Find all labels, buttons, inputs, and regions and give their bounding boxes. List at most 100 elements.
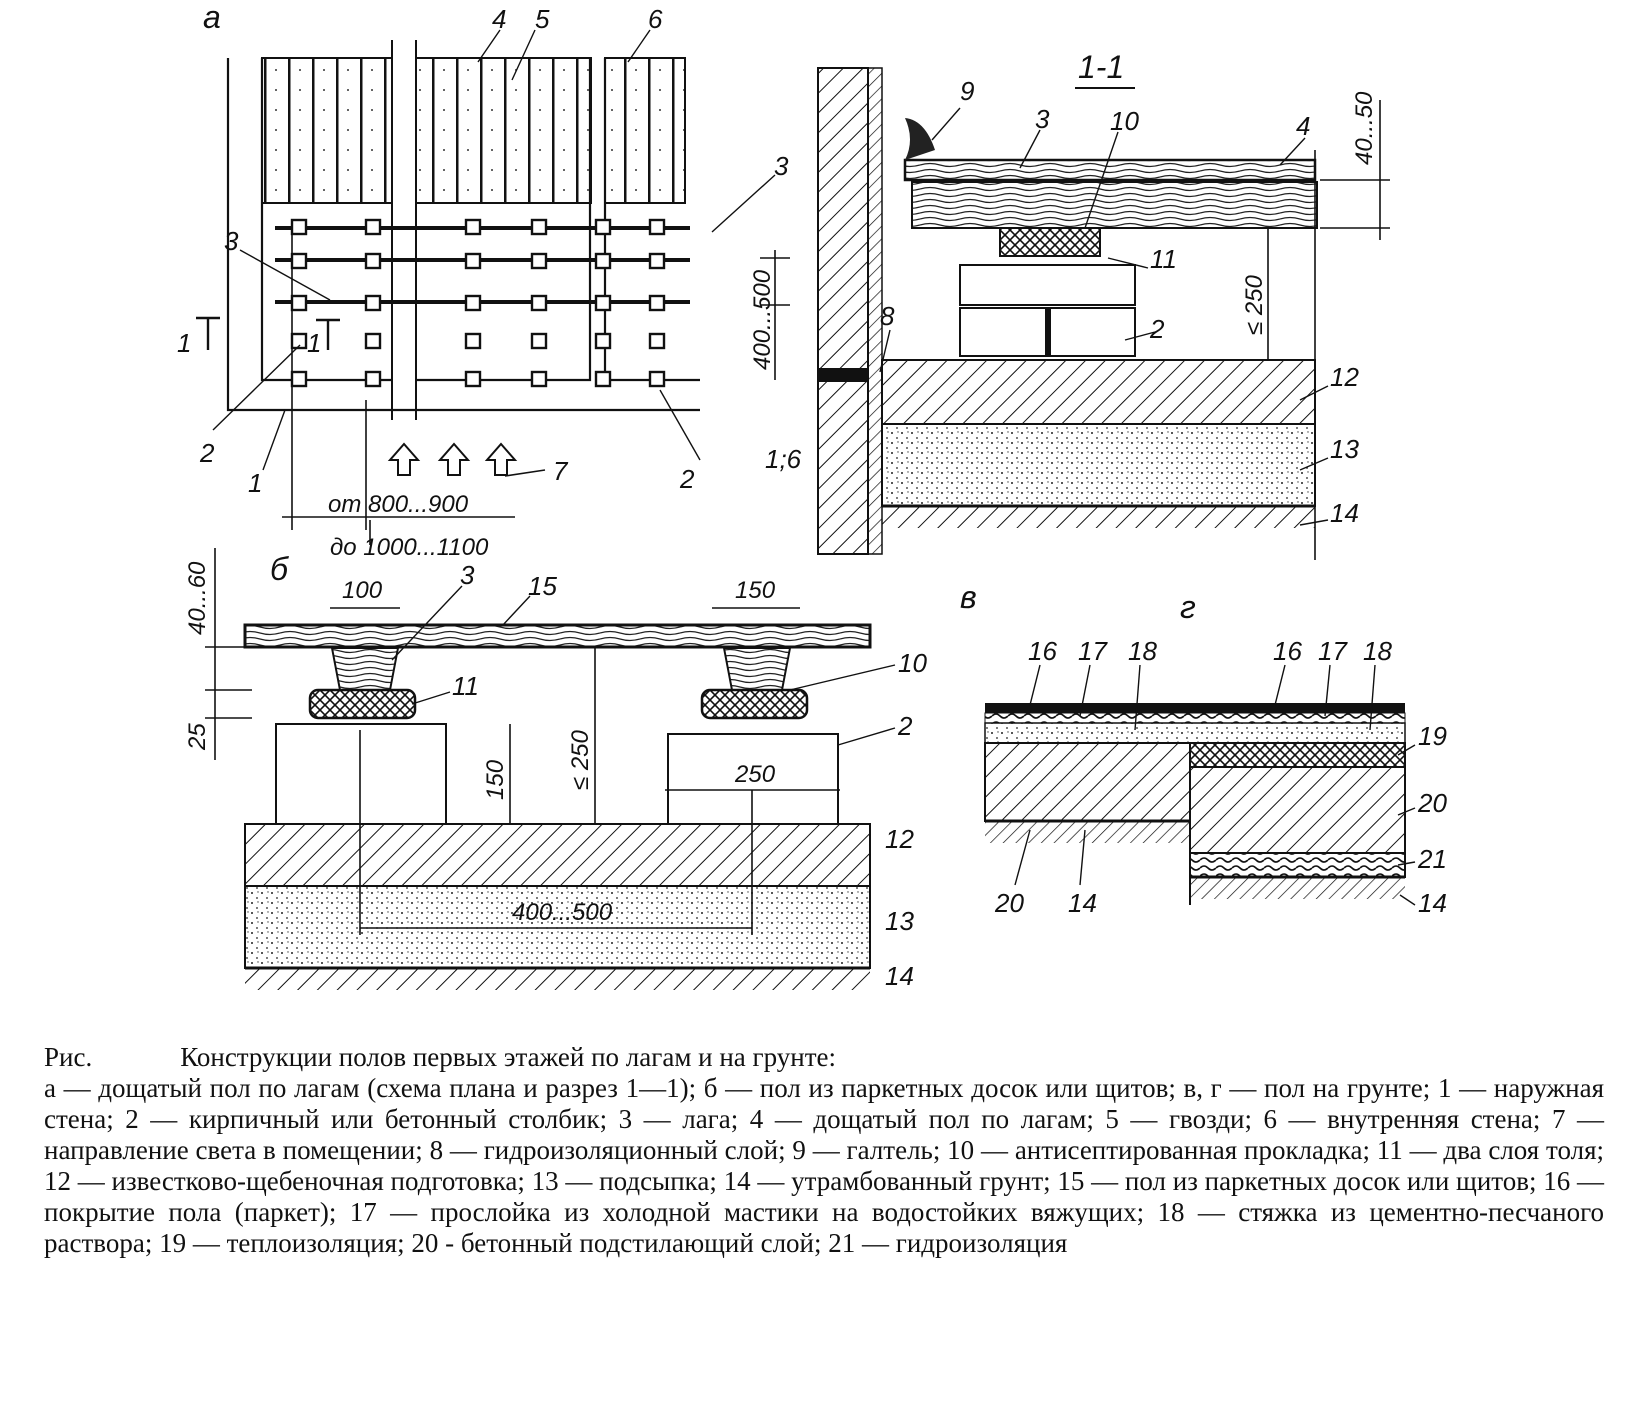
panel-section-1-1: 1-1 9	[765, 49, 1390, 560]
label-14-g: 14	[1418, 888, 1447, 918]
caption-title: Конструкции полов первых этажей по лагам…	[180, 1042, 836, 1072]
label-3-section: 3	[1035, 104, 1050, 134]
label-4-section: 4	[1296, 111, 1310, 141]
gasket-right	[700, 688, 809, 720]
label-16-g: 16	[1273, 636, 1302, 666]
label-19: 19	[1418, 721, 1447, 751]
joist-left	[330, 647, 400, 691]
label-18-g: 18	[1363, 636, 1392, 666]
caption-prefix: Рис.	[44, 1042, 93, 1072]
label-18-v: 18	[1128, 636, 1157, 666]
label-8: 8	[880, 301, 895, 331]
section-joist	[911, 181, 1318, 229]
label-10-section: 10	[1110, 106, 1139, 136]
label-2-b: 2	[897, 711, 913, 741]
label-3-b: 3	[460, 560, 475, 590]
label-16-v: 16	[1028, 636, 1057, 666]
plan-posts	[290, 218, 666, 388]
section-mark-1-left: 1	[177, 328, 191, 358]
section-gasket	[999, 227, 1101, 257]
vg-layer-19	[1189, 742, 1406, 768]
label-13-section: 13	[1330, 434, 1359, 464]
label-14-b: 14	[885, 961, 914, 991]
vg-layer-17	[984, 712, 1406, 724]
b-layer-14	[245, 968, 870, 990]
dim-1000-1100: до 1000...1100	[330, 534, 489, 561]
label-15: 15	[528, 571, 557, 601]
caption-title-line: Рис. Конструкции полов первых этажей по л…	[44, 1042, 1604, 1073]
post-left	[275, 723, 447, 825]
vg-ground-left	[985, 821, 1190, 843]
label-2-section: 2	[1149, 314, 1165, 344]
panel-b-parquet: б 40...60 100 3 15	[184, 548, 927, 991]
floor-construction-figure: а	[177, 0, 1447, 991]
light-arrows	[387, 442, 518, 476]
plan-wall-outline	[226, 58, 700, 412]
panel-b-letter: б	[270, 551, 289, 587]
b-layer-12	[244, 823, 871, 887]
section-layer-14	[882, 506, 1315, 528]
label-13-b: 13	[885, 906, 914, 936]
label-4: 4	[492, 4, 506, 34]
vg-layer-18	[984, 722, 1406, 744]
post-right	[667, 733, 839, 825]
label-10-b: 10	[898, 648, 927, 678]
waterproofing-layer	[818, 368, 868, 382]
label-3-right: 3	[774, 151, 789, 181]
section-floor-board	[903, 158, 1317, 182]
dim-40-60: 40...60	[184, 561, 211, 635]
dim-100: 100	[342, 577, 383, 604]
vg-ground-right	[1190, 877, 1405, 899]
floor-boards-middle	[415, 57, 592, 204]
label-14-v: 14	[1068, 888, 1097, 918]
caption-body: а — дощатый пол по лагам (схема плана и …	[44, 1073, 1604, 1258]
label-3-left: 3	[224, 226, 239, 256]
vg-layer-21	[1189, 852, 1406, 878]
panel-v-letter: в	[960, 579, 977, 615]
label-1: 1	[248, 468, 262, 498]
label-2-left: 2	[199, 438, 215, 468]
panel-a-letter: а	[203, 0, 221, 35]
label-14-section: 14	[1330, 498, 1359, 528]
label-2-right: 2	[679, 464, 695, 494]
label-1-6: 1;6	[765, 444, 802, 474]
floor-boards-right	[604, 57, 686, 204]
dim-400-500-b: 400...500	[512, 899, 613, 926]
floor-boards-left	[261, 57, 393, 204]
wall-plaster	[867, 67, 883, 555]
label-9: 9	[960, 76, 974, 106]
label-11-section: 11	[1150, 244, 1177, 274]
fillet-moulding	[905, 118, 935, 160]
section-post-upper	[959, 264, 1136, 306]
label-7: 7	[553, 456, 569, 486]
section-layer-13	[881, 423, 1316, 507]
parquet-board	[243, 623, 872, 649]
dim-150-post: 150	[482, 759, 509, 800]
label-20-g: 20	[1417, 788, 1447, 818]
dim-le-250-b: ≤ 250	[567, 729, 594, 790]
section-marks	[196, 316, 340, 350]
figure-caption: Рис. Конструкции полов первых этажей по л…	[44, 1042, 1604, 1259]
label-17-g: 17	[1318, 636, 1348, 666]
dim-400-500-plan: 400...500	[749, 269, 776, 370]
joist-right	[722, 647, 792, 691]
label-6: 6	[648, 4, 663, 34]
dim-40-50: 40...50	[1351, 91, 1378, 165]
panel-v-g-ground: в г 16 17 18 16 17 18 19 20	[960, 579, 1447, 918]
dim-250: 250	[734, 761, 776, 788]
panel-a-plan: а	[177, 0, 790, 561]
b-layer-13	[244, 885, 871, 969]
label-5: 5	[535, 4, 550, 34]
label-17-v: 17	[1078, 636, 1108, 666]
gasket-left	[308, 688, 417, 720]
vg-layer-20-right	[1189, 766, 1406, 854]
vg-layer-16	[985, 703, 1405, 713]
label-11-b: 11	[452, 671, 479, 701]
outer-wall	[817, 67, 869, 555]
label-12-b: 12	[885, 824, 914, 854]
section-mark-1-right: 1	[307, 328, 321, 358]
dim-150-top: 150	[735, 577, 776, 604]
dim-800-900: от 800...900	[328, 491, 469, 518]
plan-dimensions	[282, 220, 790, 545]
label-20-v: 20	[994, 888, 1024, 918]
